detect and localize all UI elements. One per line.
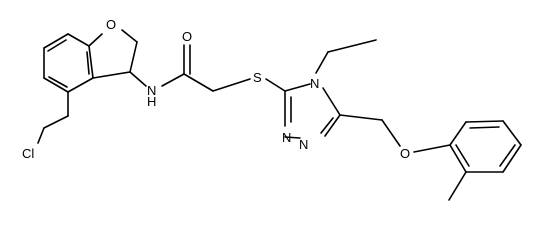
- atom-labels: O Cl N H O S N N N O: [22, 17, 410, 161]
- bond: [67, 77, 94, 93]
- atom-label-sulfur: S: [253, 70, 262, 85]
- bond: [183, 73, 214, 92]
- bond: [43, 115, 69, 129]
- bond: [67, 33, 90, 47]
- bond: [320, 117, 334, 134]
- bond: [37, 127, 45, 144]
- bond: [502, 120, 522, 146]
- atom-label-chlorine: Cl: [22, 146, 34, 161]
- bond: [502, 144, 522, 173]
- bond: [469, 126, 500, 129]
- bond: [161, 73, 185, 87]
- bond: [327, 39, 377, 53]
- atom-label-nitrogen: N: [299, 137, 308, 152]
- atom-label-nitrogen: N: [310, 76, 319, 91]
- bond-lines: [37, 29, 522, 201]
- bond: [88, 33, 103, 47]
- bond: [88, 45, 94, 79]
- bond: [129, 71, 147, 87]
- bond: [499, 144, 516, 167]
- bond: [212, 78, 251, 92]
- bond: [322, 87, 341, 116]
- bond: [455, 144, 470, 167]
- bond: [413, 144, 451, 153]
- bond: [121, 29, 138, 43]
- bond: [448, 171, 467, 201]
- atom-label-oxygen: O: [182, 29, 192, 44]
- atom-label-oxygen: O: [400, 146, 410, 161]
- bond: [43, 33, 69, 49]
- bond: [43, 77, 69, 93]
- bond: [92, 71, 131, 79]
- bond: [86, 51, 90, 75]
- bond: [449, 144, 467, 173]
- atom-label-oxygen: O: [106, 17, 116, 32]
- bond: [284, 136, 301, 139]
- bond: [339, 114, 383, 121]
- bond: [284, 83, 311, 92]
- molecule-structure: O Cl N H O S N N N O: [22, 17, 522, 201]
- bond: [465, 120, 504, 123]
- bond: [48, 76, 68, 88]
- bond: [47, 39, 67, 52]
- bond: [381, 119, 401, 147]
- atom-label-nitrogen: N: [282, 130, 291, 145]
- bond: [265, 78, 286, 92]
- bond: [324, 114, 341, 137]
- atom-label-nitrogen: N: [147, 83, 156, 98]
- bond: [129, 41, 138, 73]
- bond: [449, 121, 467, 146]
- bond: [315, 51, 329, 74]
- atom-label-hydrogen: H: [147, 94, 156, 109]
